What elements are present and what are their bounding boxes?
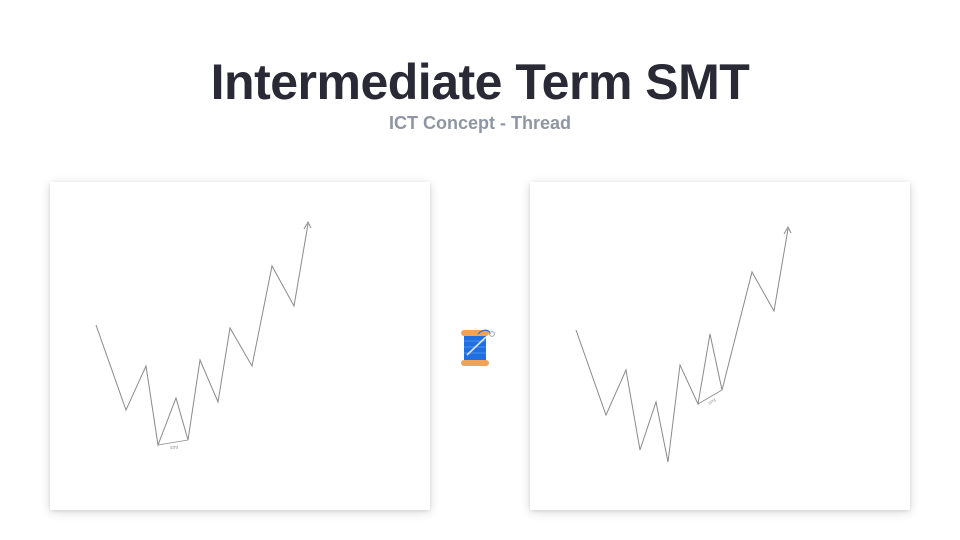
right-diagram-card: smt — [530, 182, 910, 510]
left-smt-line — [157, 439, 189, 446]
right-arrowhead — [783, 225, 792, 235]
left-smt-label: smt — [170, 445, 179, 451]
left-price-diagram: smt — [95, 220, 312, 451]
right-smt-line — [697, 389, 723, 405]
page-subtitle: ICT Concept - Thread — [388, 113, 571, 133]
page-title: Intermediate Term SMT — [210, 54, 750, 110]
right-price-path — [575, 228, 789, 463]
right-price-diagram: smt — [575, 225, 792, 463]
thread-spool-icon — [456, 326, 500, 370]
left-price-path — [95, 223, 309, 447]
right-smt-label: smt — [707, 397, 717, 406]
left-diagram-card: smt — [50, 182, 430, 510]
left-arrowhead — [303, 220, 312, 230]
